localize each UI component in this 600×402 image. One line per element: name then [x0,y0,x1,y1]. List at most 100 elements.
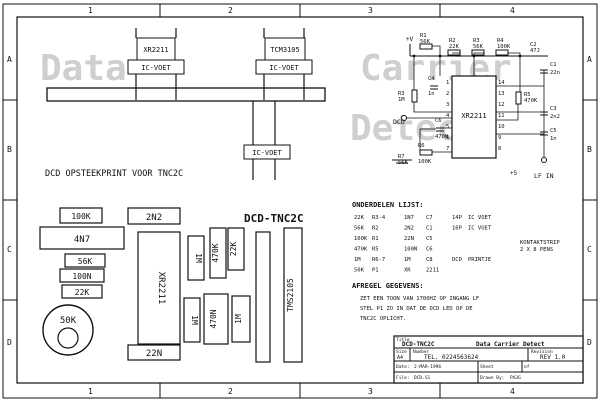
zone-right-a: A [587,55,592,64]
parts-cell-r0-c0: 22K [354,215,365,221]
parts-cell-r2-c2: 22N [404,236,414,242]
parts-cell-r3-c2: 100N [404,247,417,253]
capacitor-4n7-label: 4N7 [74,235,90,245]
zone-left-b: B [7,145,12,154]
parts-extra-1: KONTAKTSTRIP [520,240,560,246]
board-layout: DCD-TNC2C 100K 4N7 56K 100N 22K 2N2 XR22… [39,207,304,363]
parts-cell-r1-c4: 16P [452,226,463,232]
pin-12: 12 [498,102,505,108]
r7-label: R7 [398,154,405,160]
r1-label: R1 [420,33,427,39]
resistor-470k-label: 470K [211,243,220,262]
socket-2 [255,59,313,75]
r3-value: 56K [473,44,484,50]
zone-left-a: A [7,55,12,64]
parts-cell-r4-c3: C8 [426,257,433,263]
xr2211-chip-label: XR2211 [143,46,168,54]
adjust-notes: AFREGEL GEGEVENS: ZET EEN TOON VAN 1700H… [352,282,479,322]
resistor-r3-left [411,89,418,103]
socket-2-label: IC-VOET [269,64,299,72]
resistor-100k-label: 100K [71,212,90,221]
pin-3: 3 [446,102,449,108]
c3-label: C3 [550,106,557,112]
pin-7: 7 [446,146,449,152]
xr2211-ic-symbol [451,75,497,159]
zone-bottom-1: 1 [88,387,93,396]
resistor-22k-b [227,227,245,271]
pin-5: 5 [446,124,449,130]
xr2211-footprint-label: XR2211 [156,272,166,305]
lf-in-label: LF IN [534,172,554,180]
resistor-r3 [471,49,485,56]
c1-value: 22n [550,70,560,76]
tcm3105-chip-label: TCM3105 [270,46,300,54]
capacitor-1m [231,295,251,343]
file-value: DCD.S1 [414,375,431,381]
socket-1-label: IC-VOET [141,64,171,72]
parts-cell-r0-c1: R3-4 [372,215,386,221]
tms2105-footprint-label: TMS2105 [286,278,295,312]
capacitor-470n [203,293,229,345]
drawn-by-label: Drawn By: [480,375,504,381]
zone-top-1: 1 [88,6,93,15]
side-view: XR2211 IC-VOET TCM3105 IC-VOET IC-VOET D… [45,28,326,180]
parts-cell-r4-c2: 1M [404,257,411,263]
revision-label: Revision [531,349,553,355]
file-label: File: [396,375,410,381]
connector-strip-left [255,231,271,363]
zone-right-c: C [587,245,592,254]
parts-cell-r1-c0: 56K [354,226,365,232]
drawn-by-value: PA3G [510,375,521,381]
zone-top-3: 3 [368,6,373,15]
size-label: Size [396,349,407,355]
zone-left-d: D [7,338,12,347]
zone-bottom-2: 2 [228,387,233,396]
pin-14: 14 [498,80,505,86]
resistor-1m-a [187,235,205,281]
c3-value: 2n2 [550,114,560,120]
capacitor-100n-label: 100N [72,272,91,281]
revision-value: REV 1.0 [540,354,566,361]
capacitor-100n [59,268,105,283]
sheet-value: of [524,364,530,370]
zone-left-c: C [7,245,12,254]
resistor-22k [61,284,103,299]
parts-cell-r4-c1: R6-7 [372,257,385,263]
r6-label: R6 [418,143,425,149]
number-value: TEL. 0224563624 [424,354,479,361]
r4-value: 100K [497,44,511,50]
watermark-word-1: Data [40,48,127,89]
parts-cell-r1-c2: 2N2 [404,226,414,232]
c6-value: 470N [435,134,448,140]
pin-2: 2 [446,91,449,97]
parts-cell-r5-c0: 50K [354,268,365,274]
date-label: Date: [396,364,410,370]
r2-value: 22K [449,44,460,50]
capacitor-2n2 [127,207,181,225]
capacitor-2n2-label: 2N2 [146,213,162,223]
parts-cell-r1-c3: C1 [426,226,433,232]
resistor-22k-b-label: 22K [229,242,238,257]
pin-4: 4 [446,113,450,119]
zone-top-2: 2 [228,6,233,15]
zone-top-4: 4 [510,6,515,15]
zone-ticks [3,4,597,398]
rail-5v: +5 [510,170,518,177]
capacitor-4n7 [39,226,125,250]
parts-cell-r1-c1: R2 [372,226,379,232]
resistor-1m-b [183,297,201,343]
pin-13: 13 [498,91,505,97]
r3-label: R3 [473,38,480,44]
pin-9: 9 [498,135,501,141]
capacitor-22n-label: 22N [146,349,162,359]
c6-label: C6 [435,118,442,124]
adjust-note-3: TNC2C OPLICHT. [360,316,406,322]
number-label: Number [413,349,430,355]
pin-6: 6 [446,135,449,141]
parts-extra-2: 2 X 8 PENS [520,247,553,253]
dcd-label: DCD [393,118,405,126]
adjust-note-2: STEL P1 ZO IN DAT DE DCD LED OP DE [360,306,473,312]
socket-1 [127,59,185,75]
